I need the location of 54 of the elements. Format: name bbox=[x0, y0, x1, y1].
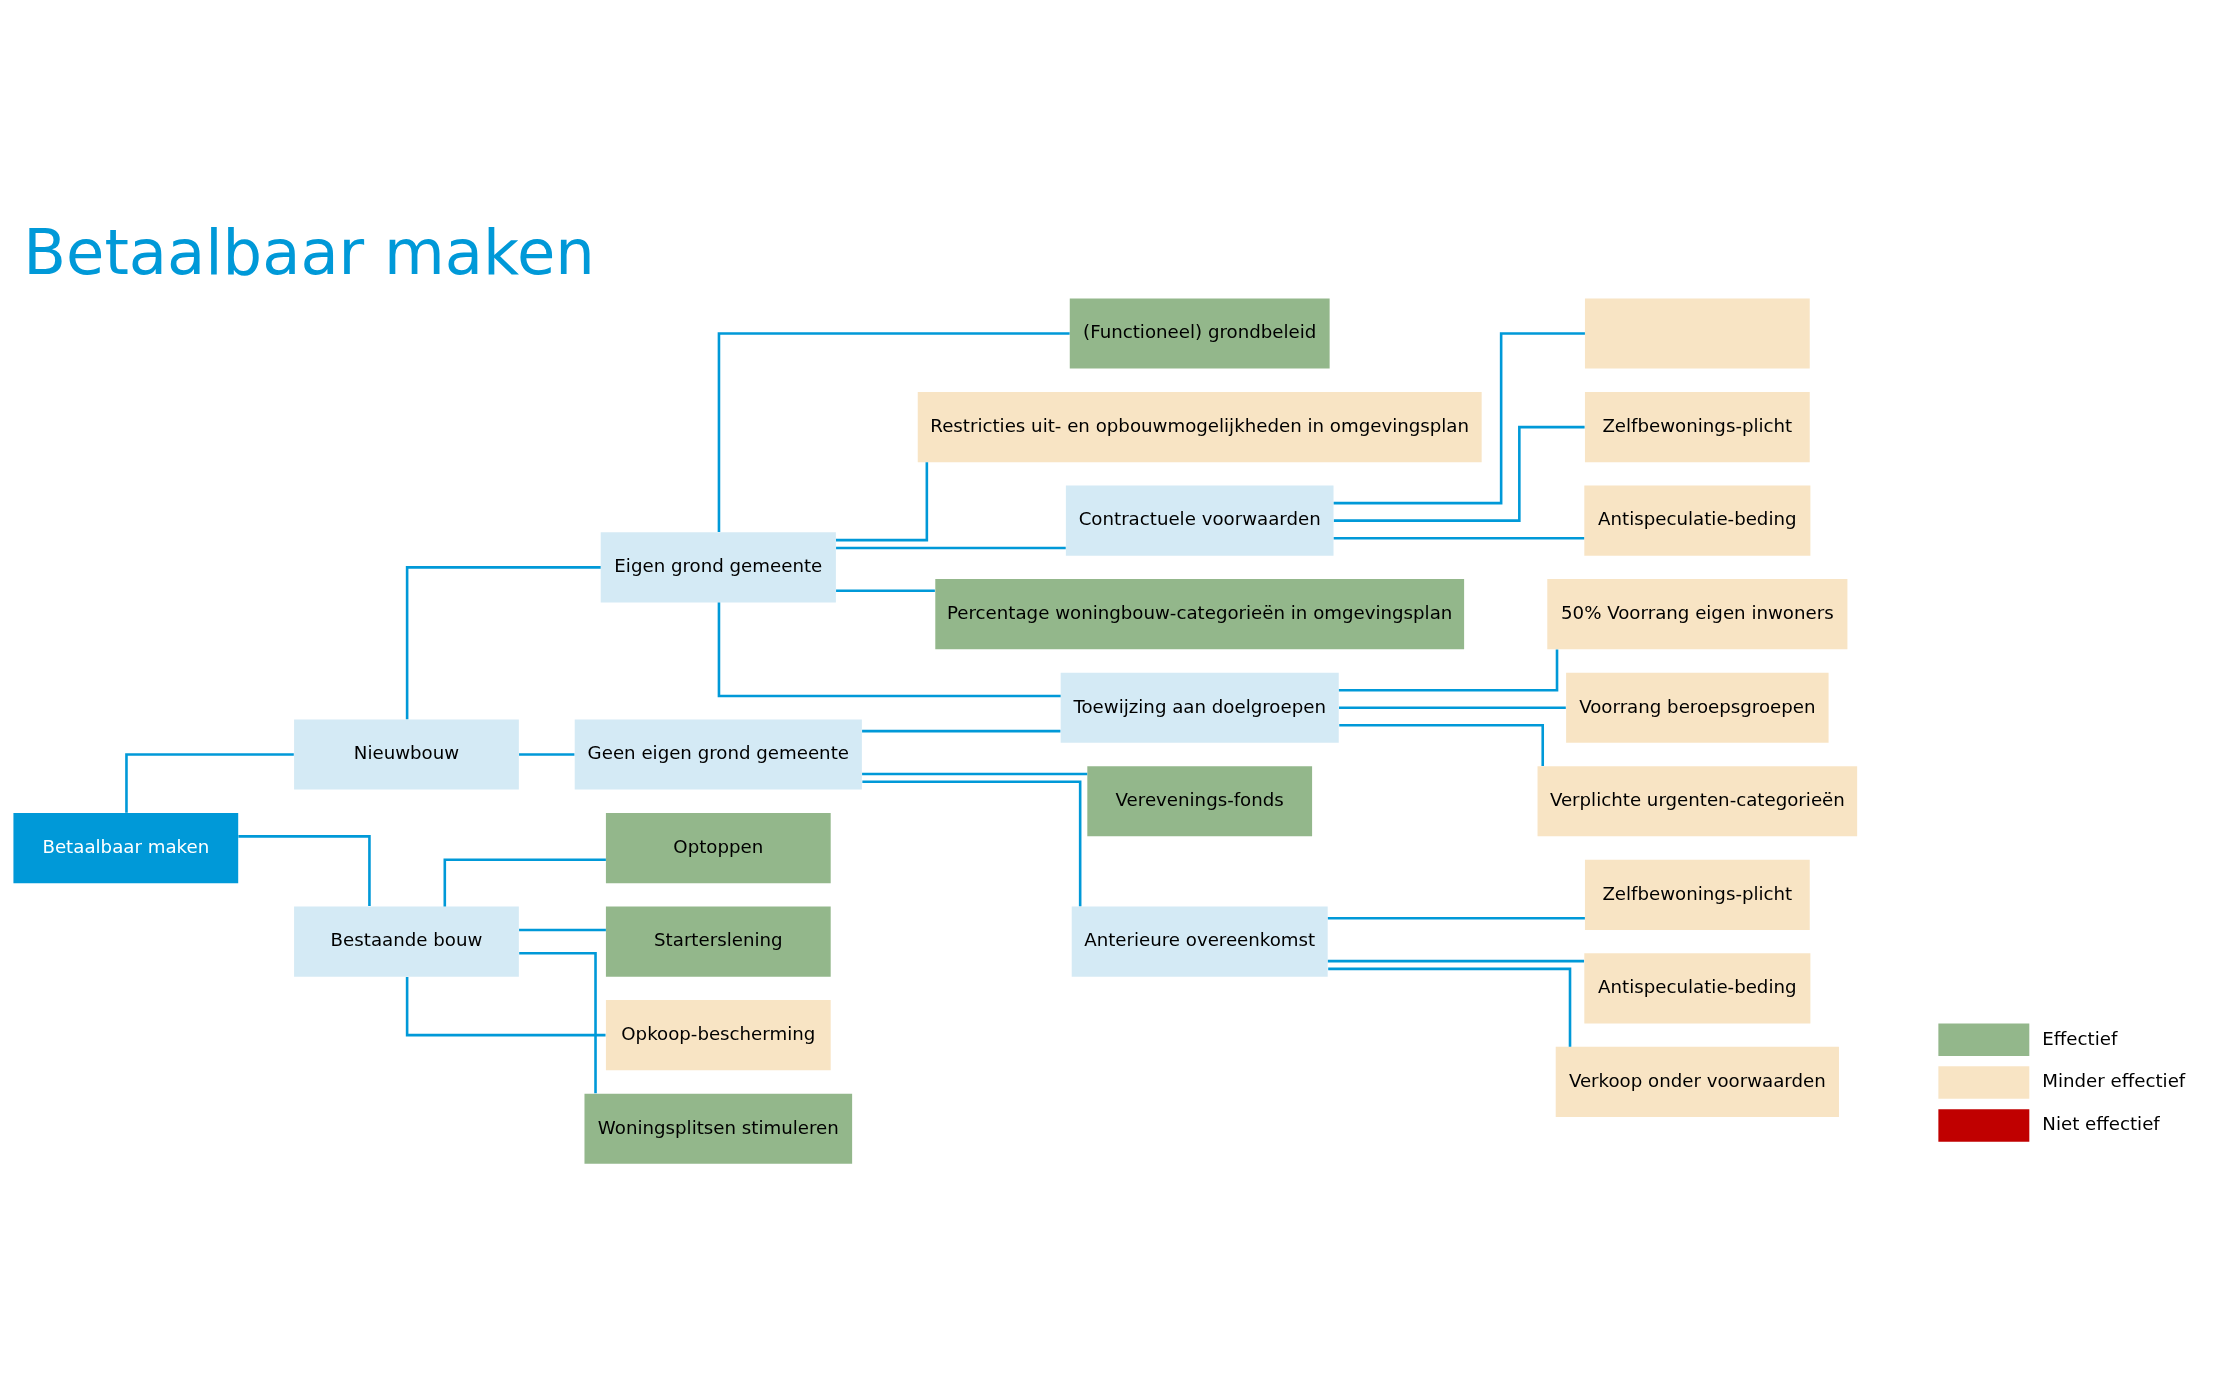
node-box: Antispeculatie-beding bbox=[1584, 485, 1811, 556]
connector bbox=[1327, 916, 1585, 920]
connector bbox=[836, 589, 935, 593]
connector bbox=[519, 753, 575, 756]
legend-label: Minder effectief bbox=[2042, 1070, 2186, 1092]
node-box bbox=[1584, 298, 1810, 369]
connector bbox=[1333, 332, 1585, 505]
connector bbox=[836, 546, 1066, 550]
connector bbox=[1338, 649, 1559, 692]
node-box: Verevenings-fonds bbox=[1087, 766, 1313, 837]
connector bbox=[717, 332, 1070, 532]
node-box: Antispeculatie-beding bbox=[1584, 953, 1811, 1024]
connector bbox=[862, 780, 1082, 907]
connector bbox=[519, 928, 606, 932]
node-box: Percentage woningbouw-categorieën in omgevingsplan bbox=[935, 579, 1465, 650]
connector bbox=[1339, 706, 1566, 710]
connector bbox=[405, 977, 606, 1037]
connector bbox=[125, 753, 294, 813]
connector bbox=[862, 772, 1088, 776]
node-box: Zelfbewonings-plicht bbox=[1584, 392, 1810, 463]
node-box: Bestaande bouw bbox=[294, 906, 519, 977]
node-box: Betaalbaar maken bbox=[13, 813, 239, 884]
legend-label: Effectief bbox=[2042, 1027, 2118, 1049]
node-box: Toewijzing aan doelgroepen bbox=[1060, 672, 1339, 743]
diagram-title: Betaalbaar maken bbox=[23, 216, 595, 290]
node-box: Nieuwbouw bbox=[294, 719, 519, 790]
node-box: Contractuele voorwaarden bbox=[1065, 485, 1334, 556]
connector bbox=[405, 566, 601, 720]
connector bbox=[1328, 967, 1572, 1047]
node-box: Zelfbewonings-plicht bbox=[1584, 859, 1810, 930]
node-box: Eigen grond gemeente bbox=[600, 532, 836, 603]
node-box: 50% Voorrang eigen inwoners bbox=[1547, 579, 1848, 650]
connector bbox=[1339, 724, 1544, 766]
connector bbox=[836, 462, 929, 542]
connector bbox=[238, 835, 371, 906]
node-box: Verkoop onder voorwaarden bbox=[1555, 1046, 1839, 1118]
connector bbox=[1327, 959, 1585, 963]
connector bbox=[717, 602, 1061, 698]
node-box: (Functioneel) grondbeleid bbox=[1069, 298, 1330, 369]
connector bbox=[1333, 425, 1585, 522]
node-box: Opkoop-bescherming bbox=[605, 1000, 831, 1071]
node-box: Verplichte urgenten-categorieën bbox=[1537, 766, 1858, 837]
legend-label: Niet effectief bbox=[2042, 1113, 2160, 1135]
connector bbox=[1333, 536, 1585, 540]
node-box: Anterieure overeenkomst bbox=[1071, 906, 1328, 977]
node-box: Woningsplitsen stimuleren bbox=[584, 1093, 853, 1164]
connector bbox=[519, 952, 597, 1094]
node-box: Geen eigen grond gemeente bbox=[574, 719, 862, 790]
node-box: Optoppen bbox=[605, 813, 831, 884]
node-box: Starterslening bbox=[605, 906, 831, 977]
node-box: Restricties uit- en opbouwmogelijkheden in omgevingsplan bbox=[917, 392, 1482, 463]
connector bbox=[443, 858, 606, 907]
connector bbox=[862, 729, 1061, 733]
node-box: Voorrang beroepsgroepen bbox=[1566, 672, 1829, 743]
